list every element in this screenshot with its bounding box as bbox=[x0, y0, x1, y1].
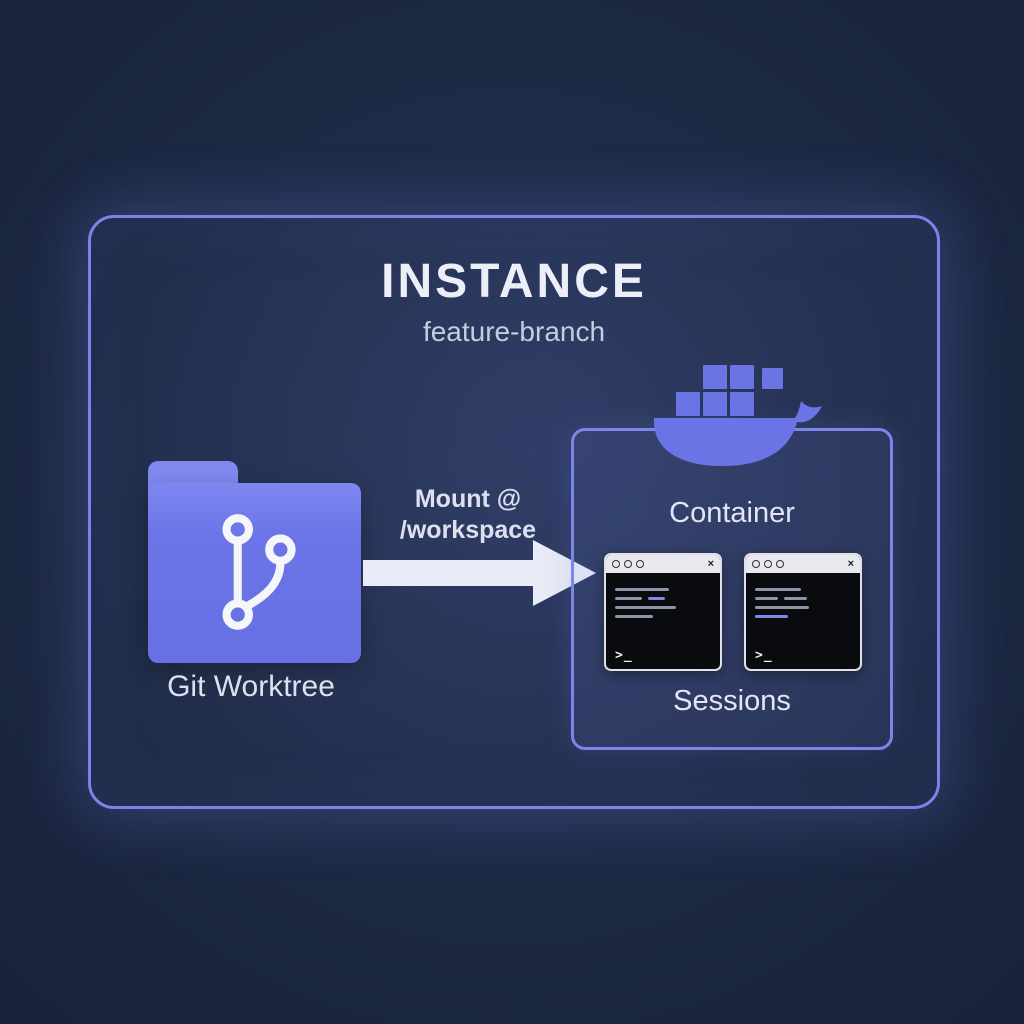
code-line bbox=[755, 597, 779, 600]
container-box: Container × >_ bbox=[571, 428, 893, 750]
terminal-prompt: >_ bbox=[755, 648, 773, 663]
terminal-titlebar: × bbox=[606, 555, 720, 573]
code-line bbox=[784, 597, 808, 600]
code-line bbox=[755, 588, 802, 591]
terminal-window-1: × >_ bbox=[604, 553, 722, 671]
code-line bbox=[615, 588, 669, 591]
container-label: Container bbox=[669, 497, 795, 529]
close-icon: × bbox=[707, 557, 714, 570]
code-line bbox=[615, 597, 642, 600]
code-line bbox=[755, 615, 788, 618]
terminal-titlebar: × bbox=[746, 555, 860, 573]
mount-label-line2: /workspace bbox=[399, 515, 537, 544]
window-dot-icon bbox=[776, 560, 784, 568]
code-line bbox=[615, 606, 677, 609]
window-dot-icon bbox=[752, 560, 760, 568]
terminal-window-2: × >_ bbox=[744, 553, 862, 671]
code-line bbox=[755, 606, 809, 609]
mount-label: Mount @ /workspace bbox=[363, 484, 573, 545]
window-dot-icon bbox=[612, 560, 620, 568]
folder-body bbox=[148, 483, 361, 663]
instance-title: INSTANCE bbox=[381, 255, 647, 308]
mount-label-line1: Mount @ bbox=[414, 485, 522, 513]
git-worktree-folder bbox=[148, 461, 361, 667]
code-line bbox=[615, 615, 654, 618]
git-worktree-label: Git Worktree bbox=[167, 670, 335, 703]
code-line bbox=[647, 597, 666, 600]
terminal-body: >_ bbox=[746, 573, 860, 669]
docker-whale-icon bbox=[653, 365, 822, 466]
window-dot-icon bbox=[624, 560, 632, 568]
terminal-prompt: >_ bbox=[615, 648, 633, 663]
git-branch-icon bbox=[222, 514, 296, 630]
instance-box: INSTANCE feature-branch Git Worktree bbox=[88, 215, 940, 809]
sessions-label: Sessions bbox=[673, 685, 791, 717]
instance-subtitle: feature-branch bbox=[422, 316, 606, 347]
mount-arrow-icon bbox=[363, 540, 596, 606]
close-icon: × bbox=[847, 557, 854, 570]
window-dot-icon bbox=[764, 560, 772, 568]
window-dot-icon bbox=[636, 560, 644, 568]
terminal-body: >_ bbox=[606, 573, 720, 669]
